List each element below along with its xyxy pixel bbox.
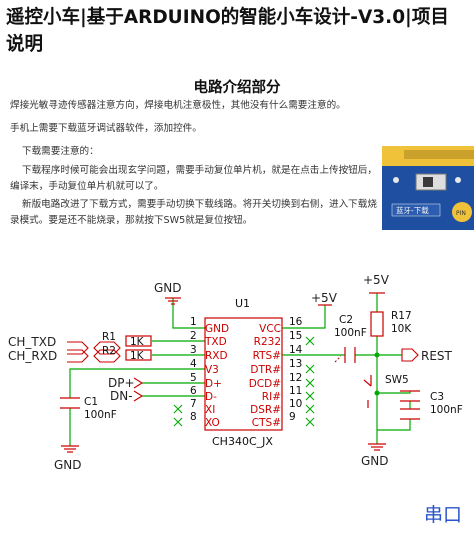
pin-num-5: 5 (190, 372, 197, 384)
resistor-r1 (125, 335, 152, 347)
resistor-r2 (125, 349, 152, 361)
pin-num-9: 9 (289, 411, 296, 423)
pin-name-2: TXD (204, 336, 227, 348)
net-label-ch-txd: CH_TXD (8, 335, 56, 349)
pin-name-14: RTS# (253, 350, 281, 362)
gnd-label-right: GND (361, 454, 389, 468)
paragraph-switch-line1: 新版电路改进了下载方式，需要手动切换下载线路。将开关切换到右侧，进入下载烧 (22, 199, 377, 210)
paragraph-reset-line2: 编译末，手动复位单片机就可以了。 (10, 181, 164, 192)
pin-num-4: 4 (190, 358, 197, 370)
pin-num-16: 16 (289, 316, 303, 328)
vcc-label-mid: +5V (311, 291, 338, 305)
r1-ref-label: R1 (102, 331, 116, 343)
pin-name-16: VCC (259, 323, 281, 335)
c1-value-label: 100nF (84, 409, 117, 421)
page-title-line1: 遥控小车|基于ARDUINO的智能小车设计-V3.0|项目 (6, 7, 449, 28)
net-label-ch-rxd: CH_RXD (8, 349, 57, 363)
gnd-label-left: GND (54, 458, 82, 472)
pin-name-10: DSR# (250, 404, 281, 416)
vcc-label-right: +5V (363, 273, 390, 287)
pin-name-12: DCD# (249, 378, 281, 390)
pin-name-8: XO (205, 417, 220, 429)
pin-num-12: 12 (289, 372, 302, 384)
pin-num-3: 3 (190, 344, 197, 356)
c2-ref-label: C2 (339, 314, 353, 326)
c3-value-label: 100nF (430, 404, 463, 416)
pin-num-10: 10 (289, 398, 302, 410)
page-title-line2: 说明 (6, 34, 44, 55)
sw5-ref-label: SW5 (385, 374, 409, 386)
pin-num-6: 6 (190, 385, 197, 397)
r17-value-label: 10K (391, 323, 412, 335)
board-photo-drawing: 蓝牙-下载 PIN (382, 146, 474, 230)
pin-num-14: 14 (289, 344, 303, 356)
section-heading: 电路介绍部分 (193, 80, 281, 96)
r2-ref-label: R2 (102, 345, 116, 357)
pin-num-13: 13 (289, 358, 302, 370)
pin-num-15: 15 (289, 330, 302, 342)
board-photo-label: 蓝牙-下载 (396, 205, 429, 215)
no-connect-marks (173, 336, 315, 427)
reset-switch-sw5 (363, 375, 372, 408)
pin-name-5: D+ (205, 378, 222, 390)
pin-name-11: RI# (262, 391, 281, 403)
pin-name-15: R232 (254, 336, 281, 348)
ic-name-label: CH340C_JX (212, 435, 273, 448)
c2-value-label: 100nF (334, 327, 367, 339)
pin-name-1: GND (205, 323, 229, 335)
pin-name-13: DTR# (250, 364, 281, 376)
pin-name-6: D- (205, 391, 217, 403)
net-label-dn: DN- (110, 389, 133, 403)
serial-port-caption: 串口 (424, 504, 463, 526)
c1-ref-label: C1 (84, 396, 98, 408)
page-title: 遥控小车|基于ARDUINO的智能小车设计-V3.0|项目 说明 (6, 4, 468, 58)
r17-ref-label: R17 (391, 310, 412, 322)
net-label-rest: REST (421, 349, 453, 363)
pin-name-3: RXD (205, 350, 228, 362)
ic-ref-label: U1 (235, 297, 250, 310)
paragraph-reset-line1: 下载程序时候可能会出现玄学问题，需要手动复位单片机，就是在点击上传按钮后， (22, 165, 377, 176)
pin-num-1: 1 (190, 316, 197, 328)
board-photo-pin: PIN (456, 210, 466, 217)
r1-value-label: 1K (130, 336, 145, 348)
paragraph-app: 手机上需要下载蓝牙调试器软件，添加控件。 (10, 123, 202, 134)
c3-ref-label: C3 (430, 391, 444, 403)
gnd-label-top: GND (154, 281, 182, 295)
paragraph-switch-line2: 录模式。要是还不能烧录，那就按下SW5就是复位按钮。 (10, 215, 253, 226)
resistor-r17 (370, 311, 384, 337)
pin-name-9: CTS# (252, 417, 281, 429)
pin-num-2: 2 (190, 330, 197, 342)
pin-name-4: V3 (205, 364, 219, 376)
ch340-chip-outline (204, 317, 283, 431)
paragraph-download-note: 下载需要注意的： (22, 146, 99, 157)
pin-num-11: 11 (289, 385, 302, 397)
board-photo: 蓝牙-下载 PIN (382, 146, 474, 230)
paragraph-soldering: 焊接光敏寻迹传感器注意方向，焊接电机注意极性，其他没有什么需要注意的。 (10, 100, 346, 111)
pin-name-7: XI (205, 404, 215, 416)
pin-num-8: 8 (190, 411, 197, 423)
pin-num-7: 7 (190, 398, 197, 410)
net-label-dp: DP+ (108, 376, 135, 390)
r2-value-label: 1K (130, 350, 145, 362)
